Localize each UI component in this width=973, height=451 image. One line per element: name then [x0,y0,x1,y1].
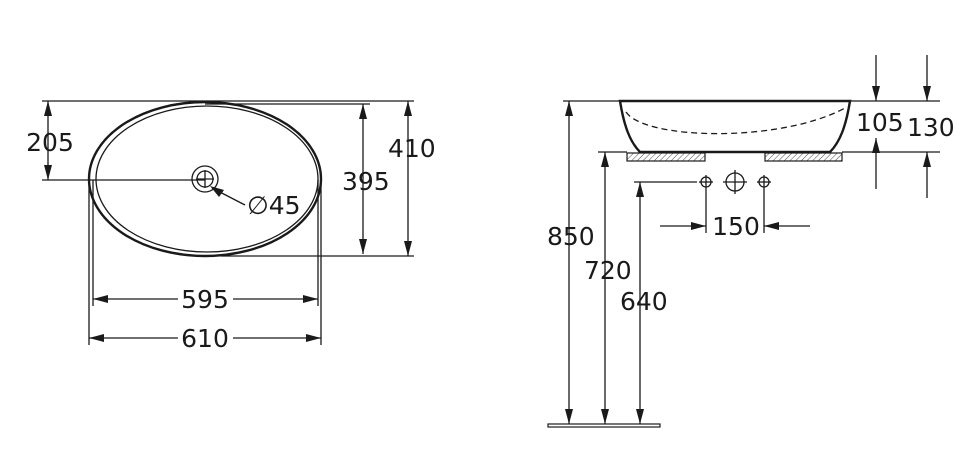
dim-150-label: 150 [712,212,760,241]
countertop-right [764,152,843,162]
top-view: 205 410 395 ∅45 595 610 [26,100,436,353]
dim-850-label: 850 [547,222,595,251]
dim-610-label: 610 [181,324,229,353]
dim-205-label: 205 [26,128,74,157]
dim-720-label: 720 [584,256,632,285]
dim-395-label: 395 [342,167,390,196]
basin-profile [618,99,852,154]
dim-410-label: 410 [388,134,436,163]
tap-hole-left [699,175,713,189]
tap-hole-center [723,170,747,194]
dim-105-label: 105 [856,108,904,137]
dim-drain-diameter-label: ∅45 [247,191,301,220]
dim-595-label: 595 [181,285,229,314]
basin-inner-rim [95,105,319,253]
dim-130-label: 130 [907,113,955,142]
basin-outer-rim [87,100,323,258]
dim-640-label: 640 [620,287,668,316]
tap-hole-right [757,175,771,189]
floor-line [547,423,661,428]
countertop-left [626,152,706,162]
drain-outer [191,165,219,193]
basin-inner-dashed [625,107,846,135]
side-view: 105 130 150 [547,55,955,428]
